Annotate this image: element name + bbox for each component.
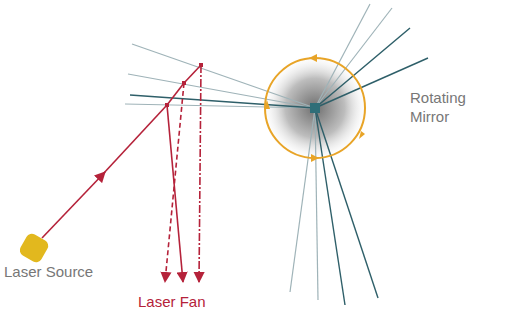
fan-label: Laser Fan <box>138 292 228 311</box>
laser-beams <box>42 65 201 282</box>
mirror <box>310 103 320 113</box>
laser-source-symbol <box>18 232 51 265</box>
reflection-points <box>165 63 203 107</box>
rotation-ring <box>265 58 365 158</box>
mirror-label: Rotating Mirror <box>410 88 482 126</box>
source-label: Laser Source <box>4 262 114 281</box>
mirror-rays-dark <box>130 28 428 305</box>
mirror-rays <box>125 4 392 300</box>
rotation-arrows <box>264 54 365 162</box>
